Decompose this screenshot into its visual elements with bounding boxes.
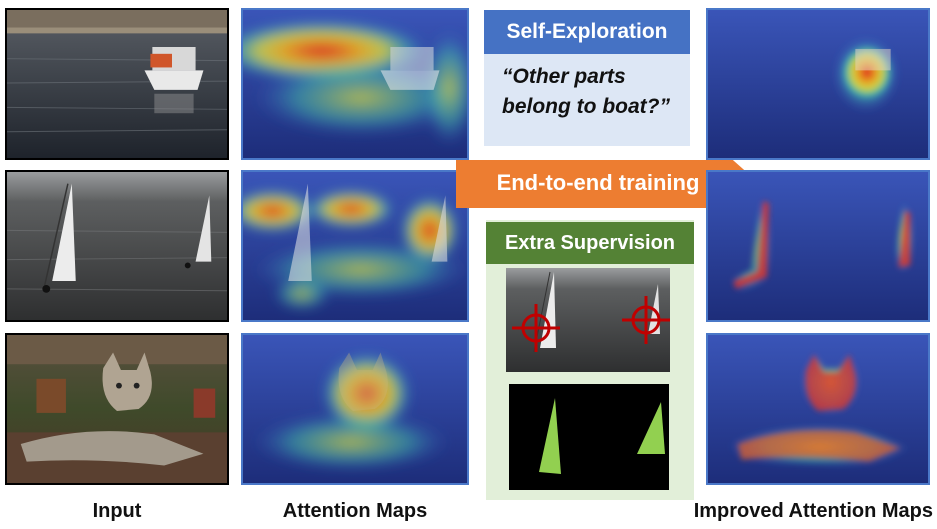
target-marker-right xyxy=(622,296,670,344)
attention-map-cat xyxy=(241,333,469,485)
training-arrow xyxy=(456,138,762,230)
self-exploration-line-2: belong to boat?” xyxy=(502,95,670,118)
input-image-cat xyxy=(5,333,229,485)
attention-map-boat xyxy=(241,8,469,160)
sail-mask-right xyxy=(637,402,665,454)
input-image-sailboats xyxy=(5,170,229,322)
attention-map-sailboats xyxy=(241,170,469,322)
supervision-point-image xyxy=(506,268,670,372)
caption-input: Input xyxy=(92,500,142,522)
caption-attention-maps: Attention Maps xyxy=(282,500,428,522)
self-exploration-line-1: “Other parts xyxy=(502,65,626,88)
improved-map-boat xyxy=(706,8,930,160)
training-arrow-label: End-to-end training xyxy=(496,170,700,195)
self-exploration-title: Self-Exploration xyxy=(484,10,690,54)
supervision-mask-image xyxy=(509,384,669,490)
caption-improved-attention-maps: Improved Attention Maps xyxy=(693,500,933,522)
extra-supervision-title: Extra Supervision xyxy=(486,222,694,264)
sail-mask-left xyxy=(539,398,561,474)
improved-map-cat xyxy=(706,333,930,485)
target-marker-left xyxy=(512,304,560,352)
input-image-boat xyxy=(5,8,229,160)
self-exploration-question: “Other parts belong to boat?” xyxy=(484,54,690,146)
improved-map-sailboats xyxy=(706,170,930,322)
